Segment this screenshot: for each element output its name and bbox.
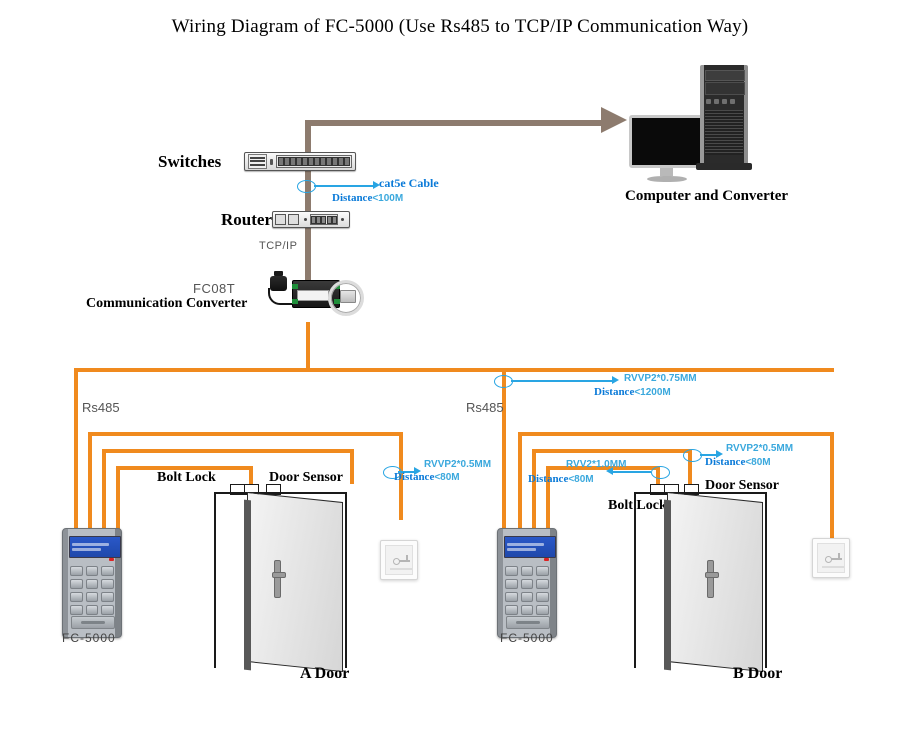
- cat5e-spec-label: cat5e Cable: [379, 176, 439, 190]
- sensor-left-spec: RVVP2*0.5MM: [424, 459, 492, 470]
- door-sensor-left-label: Door Sensor: [269, 470, 344, 485]
- rs485-left-lock-drop: [249, 466, 253, 484]
- rs485-trunk-distance: Distance<1200M: [594, 386, 671, 398]
- tcpip-horizontal-line: [305, 120, 605, 126]
- page-title: Wiring Diagram of FC-5000 (Use Rs485 to …: [171, 16, 749, 37]
- converter-model-label: FC08T: [193, 281, 236, 296]
- reader-right-label: FC-5000: [500, 631, 554, 645]
- rs485-right-wire-4: [546, 466, 550, 543]
- door-sensor-right-label: Door Sensor: [705, 478, 780, 493]
- router-label: Router: [221, 210, 272, 229]
- sensor-left-tap-marker: [383, 466, 402, 479]
- rs485-left-doorsensor-run: [102, 449, 354, 453]
- door-handle-a: [274, 560, 281, 598]
- door-handle-b: [707, 560, 714, 598]
- tcpip-vertical-line: [305, 120, 311, 280]
- sensor-left-distance: Distance<80M: [394, 471, 460, 483]
- door-leaf-a: [247, 491, 343, 673]
- rs485-left-sensor-run: [88, 432, 403, 436]
- cat5e-distance: Distance<100M: [332, 192, 403, 204]
- rs485-left-lock-run: [116, 466, 253, 470]
- router-icon: [272, 211, 350, 228]
- door-a-label: A Door: [300, 665, 350, 682]
- rs485-right-doorsensor-run: [532, 449, 692, 453]
- door-jamb-b: [664, 499, 671, 671]
- rs485-right-reader-wire-1: [502, 368, 506, 543]
- lock-right-distance: Distance<80M: [528, 473, 594, 485]
- sensor-right-spec: RVVP2*0.5MM: [726, 443, 794, 454]
- rs485-trunk-spec: RVVP2*0.75MM: [624, 373, 697, 384]
- door-handle-a-grip: [272, 572, 286, 578]
- door-frame-a: [214, 492, 347, 668]
- rs485-trunk-distance-value: <1200M: [634, 387, 671, 398]
- rs485-left-wire-3: [102, 449, 106, 543]
- door-b-label: B Door: [733, 665, 783, 682]
- rs485-right-sensor-run: [518, 432, 834, 436]
- lock-right-distance-label: Distance: [528, 473, 569, 485]
- cat5e-connector-line: [314, 185, 374, 187]
- reader-left-label: FC-5000: [62, 631, 116, 645]
- serial-converter-icon: [266, 271, 366, 322]
- rs485-left-wire-2: [88, 432, 92, 543]
- rs485-right-wire-3: [532, 449, 536, 543]
- rs485-converter-drop: [306, 322, 310, 370]
- sensor-left-distance-value: <80M: [434, 472, 460, 483]
- sensor-right-arrow: [716, 450, 723, 458]
- cat5e-distance-label: Distance: [332, 192, 373, 204]
- rs485-right-lock-run: [546, 466, 660, 470]
- network-switch-icon: [244, 152, 356, 171]
- sensor-right-distance: Distance<80M: [705, 456, 771, 468]
- computer-label: Computer and Converter: [625, 188, 789, 204]
- rs485-trunk-tap-marker: [494, 375, 513, 388]
- rs485-right-doorsensor-drop: [688, 449, 692, 484]
- monitor-icon: [629, 115, 704, 182]
- sensor-left-arrow: [414, 467, 421, 475]
- rs485-left-label: Rs485: [82, 400, 120, 415]
- tcpip-arrowhead: [601, 107, 627, 133]
- fc5000-reader-left[interactable]: [62, 528, 122, 638]
- rs485-trunk-arrow: [612, 376, 619, 384]
- fc5000-reader-right[interactable]: [497, 528, 557, 638]
- sensor-right-connector: [700, 454, 718, 456]
- exit-button-right[interactable]: [812, 538, 850, 578]
- sensor-left-distance-label: Distance: [394, 471, 435, 483]
- rs485-right-exit-drop: [830, 432, 834, 540]
- door-handle-b-grip: [705, 572, 719, 578]
- rs485-right-label: Rs485: [466, 400, 504, 415]
- bolt-lock-left-label: Bolt Lock: [157, 470, 216, 485]
- rs485-left-sensor-drop: [399, 432, 403, 520]
- door-frame-b: [634, 492, 767, 668]
- lock-right-spec: RVV2*1.0MM: [566, 459, 627, 470]
- sensor-right-tap-marker: [683, 449, 702, 462]
- converter-name-label: Communication Converter: [86, 296, 248, 311]
- tcpip-label: TCP/IP: [259, 240, 298, 252]
- exit-button-left[interactable]: [380, 540, 418, 580]
- switches-label: Switches: [158, 152, 222, 171]
- lock-right-arrow: [606, 467, 613, 475]
- door-jamb-a: [244, 499, 251, 671]
- lock-right-tap-marker: [651, 466, 670, 479]
- rs485-trunk-connector: [511, 380, 614, 382]
- sensor-right-distance-label: Distance: [705, 456, 746, 468]
- rs485-left-reader-wire-1: [74, 368, 78, 543]
- cat5e-distance-value: <100M: [372, 193, 404, 204]
- sensor-left-connector: [398, 471, 416, 473]
- rs485-right-wire-2: [518, 432, 522, 543]
- rs485-left-wire-4: [116, 466, 120, 543]
- lock-right-distance-value: <80M: [568, 474, 594, 485]
- bolt-lock-right-label: Bolt Lock: [608, 498, 667, 513]
- cat5e-arrow: [373, 181, 380, 189]
- rs485-left-doorsensor-drop: [350, 449, 354, 484]
- rs485-trunk-distance-label: Distance: [594, 386, 635, 398]
- cat5e-tap-marker: [297, 180, 316, 193]
- door-leaf-b: [667, 491, 763, 673]
- pc-tower-icon: [696, 65, 752, 170]
- rs485-main-trunk: [74, 368, 834, 372]
- sensor-right-distance-value: <80M: [745, 457, 771, 468]
- lock-right-connector: [613, 471, 651, 473]
